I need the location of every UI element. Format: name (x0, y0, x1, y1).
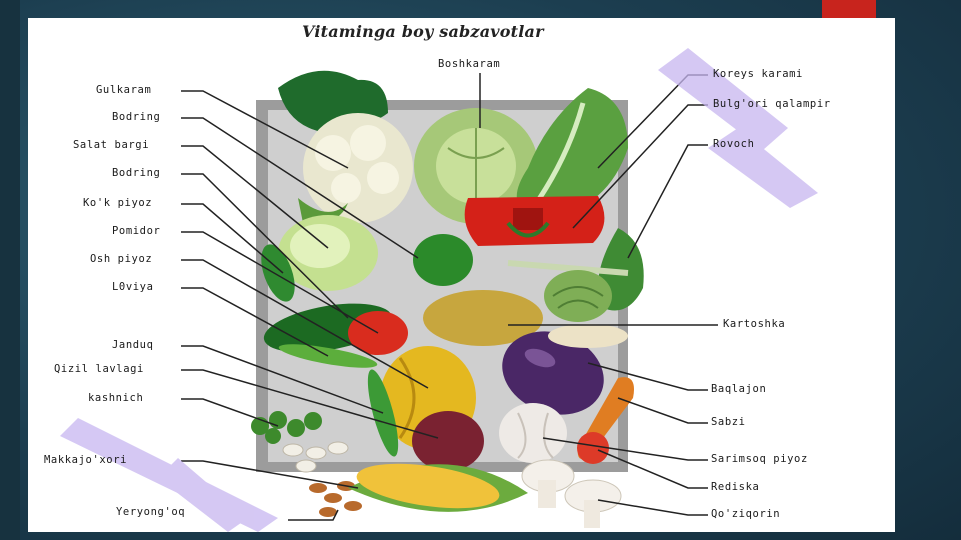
label-carrot: Sabzi (711, 416, 746, 428)
korean-cabbage (516, 88, 628, 218)
label-cabbage: Boshkaram (438, 58, 501, 70)
label-corn: Makkajo'xori (44, 454, 128, 466)
red-beet (412, 411, 484, 471)
left-accent-bar (0, 0, 20, 540)
label-radish: Rediska (711, 481, 760, 493)
label-tomato: Pomidor (112, 225, 161, 237)
onion-green (413, 234, 473, 286)
radish (577, 432, 609, 464)
label-lettuce: Salat bargi (73, 139, 150, 151)
label-rhubarb: Rovoch (713, 138, 755, 150)
corn-cob (356, 463, 500, 509)
label-potato: Kartoshka (723, 318, 786, 330)
label-eggplant: Baqlajon (711, 383, 767, 395)
label-beet: Qizil lavlagi (54, 363, 144, 375)
label-coriander: kashnich (88, 392, 144, 404)
label-green-onion: Ko'k piyoz (83, 197, 153, 209)
label-cucumber-1: Bodring (112, 111, 161, 123)
garlic (499, 403, 567, 463)
leader-lines (181, 73, 718, 521)
label-bell-pepper: Bulg'ori qalampir (713, 98, 831, 110)
label-onion: Osh piyoz (90, 253, 153, 265)
label-cucumber-2: Bodring (112, 167, 161, 179)
green-onion (261, 244, 295, 302)
red-corner-tab (822, 0, 876, 18)
label-korean-cabbage: Koreys karami (713, 68, 803, 80)
artichoke (544, 270, 612, 322)
parsnip (548, 324, 628, 348)
label-mushroom: Qo'ziqorin (711, 508, 781, 520)
label-garlic: Sarimsoq piyoz (711, 453, 808, 465)
label-peanut: Yeryong'oq (116, 506, 186, 518)
slide-title: Vitaminga boy sabzavotlar (302, 22, 544, 41)
white-beans (282, 441, 349, 473)
coriander (251, 411, 322, 444)
label-pea: Janduq (112, 339, 154, 351)
watermark (60, 48, 818, 532)
label-cauliflower: Gulkaram (96, 84, 152, 96)
potato (423, 290, 543, 346)
slide: Vitaminga boy sabzavotlar Boshkaram Gulk… (28, 18, 895, 532)
vegetable-illustration (60, 48, 818, 532)
mushrooms (521, 459, 622, 528)
label-beans: L0viya (112, 281, 154, 293)
